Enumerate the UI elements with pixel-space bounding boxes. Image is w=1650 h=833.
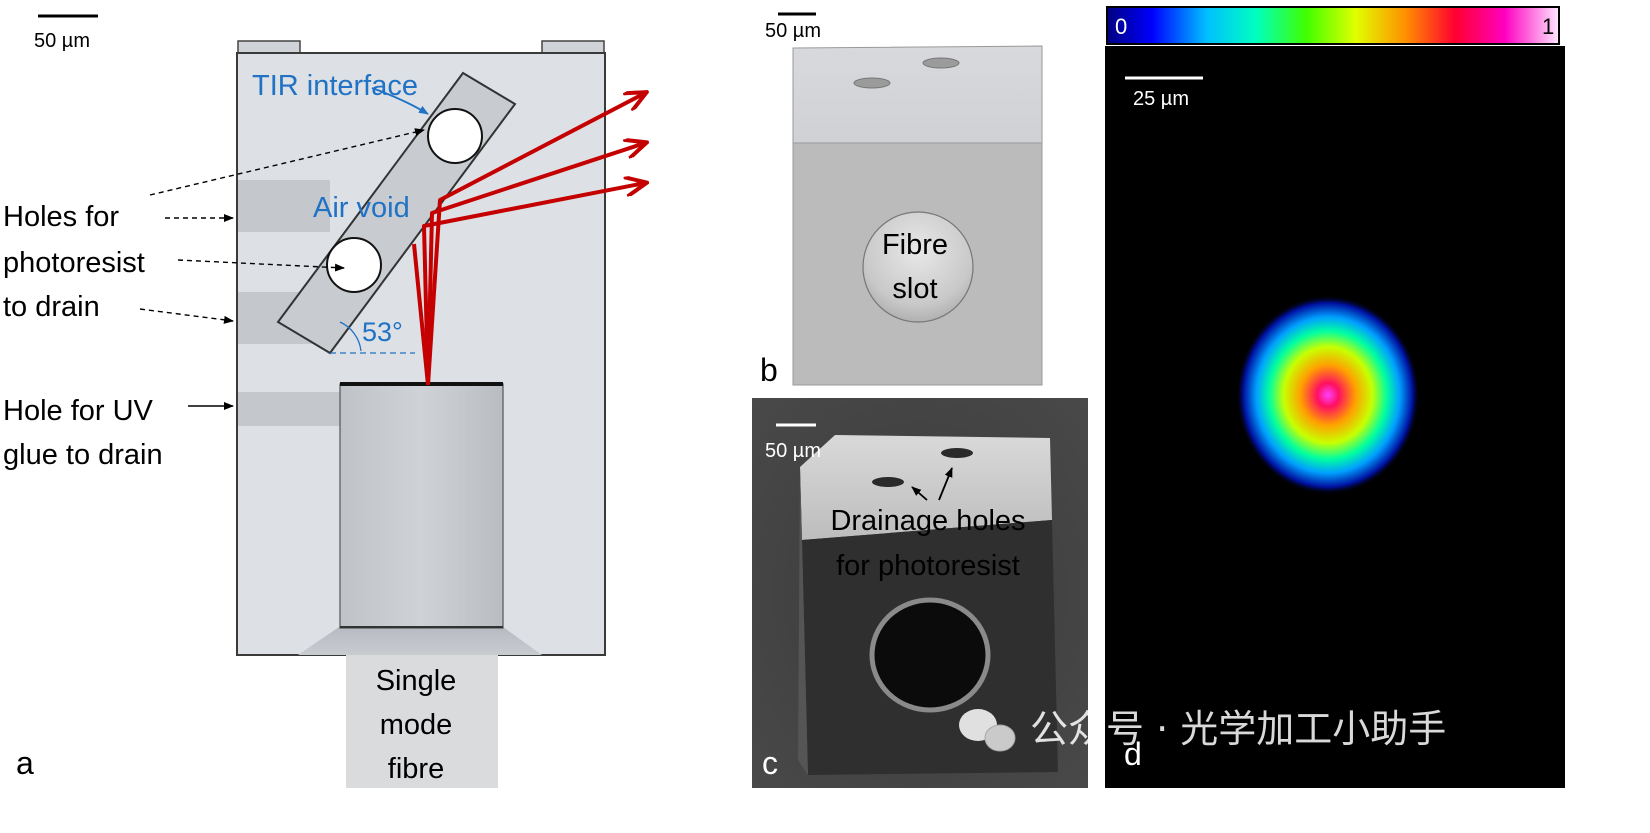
beam-3 [422,183,645,386]
holes-label-line2: photoresist [3,247,145,279]
tir-arrow [371,87,429,115]
uv-label-line2: glue to drain [3,439,163,471]
fibre-slot-label-line1: Fibre [882,229,948,261]
watermark-text: 公众号 · 光学加工小助手 [1030,707,1446,751]
sem-cube-side [798,467,808,775]
panel-c: 50 µm Drainage holes for photoresist c [752,398,1088,788]
beam-spot [1236,295,1420,495]
beam-4 [412,243,430,386]
panel-b: 50 µm Fibre slot b [760,12,1043,388]
holes-label-line1: Holes for [3,201,119,233]
air-void-label: Air void [313,192,410,224]
scale-bar-c-label: 50 µm [765,440,821,462]
panel-letter-d: d [1124,736,1142,772]
arrow-to-lower-void [177,259,345,272]
colorbar-min-label: 0 [1115,14,1127,39]
angle-arc [339,321,362,352]
fibre-slot [862,211,974,323]
arrow-to-upper-void [149,128,425,196]
holes-label-line3: to drain [3,291,100,323]
scale-bar-d-label: 25 µm [1133,88,1189,110]
cube-b-hole-1 [853,77,891,89]
sem-fibre-slot [869,597,991,713]
panel-letter-a: a [16,745,34,781]
sem-cube-top [800,435,1052,540]
beam-2 [426,143,645,386]
fibre-slot-label-line2: slot [892,273,937,305]
panel-a: 50 µm 53° TIR interface [3,14,645,788]
wechat-icon-bubble [984,724,1016,752]
sem-hole-1 [872,477,904,487]
fibre-cone [298,627,542,655]
air-void-lower [326,237,382,293]
panel-letter-c: c [762,745,778,781]
colorbar-max-label: 1 [1542,14,1554,39]
panel-d: 0 1 25 µm d [1105,6,1565,788]
scale-bar-a-label: 50 µm [34,30,90,52]
fibre-label-line3: fibre [388,753,444,785]
holes-arrows [139,128,425,324]
tir-interface-label: TIR interface [252,70,418,102]
fibre-in-slot [339,383,504,629]
sem-hole-2 [941,448,973,458]
uv-label-line1: Hole for UV [3,395,154,427]
drainage-label-line2: for photoresist [836,550,1020,582]
drain-channel-1 [238,180,330,232]
uv-drain-channel [238,392,340,426]
drain-arrow-1 [911,486,928,501]
scale-bar-b-label: 50 µm [765,20,821,42]
cube-b-hole-2 [922,57,960,69]
colorbar [1106,6,1560,45]
fibre-label-line1: Single [376,665,457,697]
drainage-label-line1: Drainage holes [830,505,1025,537]
air-void-upper [427,108,483,164]
beam-group [412,93,645,386]
beam-1 [426,93,645,386]
cube-b-top [792,45,1043,144]
watermark: 公众号 · 光学加工小助手 [959,707,1446,752]
panel-letter-b: b [760,352,778,388]
drain-arrow-2 [938,467,953,501]
single-mode-fibre [346,655,498,788]
angle-label: 53° [362,317,403,347]
arrow-to-drain-2 [139,308,234,324]
fibre-label-line2: mode [380,709,453,741]
